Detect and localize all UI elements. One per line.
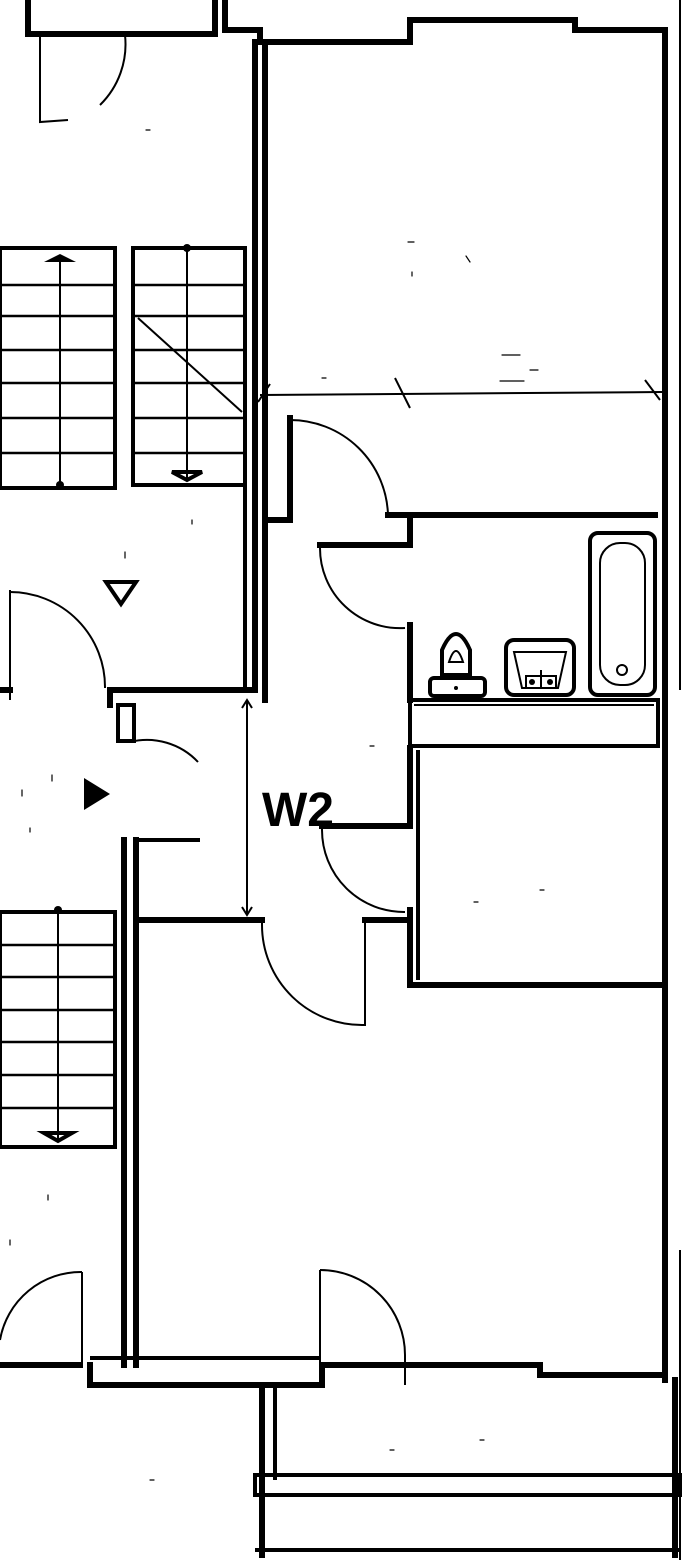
corridor: W2 (241, 698, 413, 917)
spine-wall (107, 39, 268, 1368)
bathtub-icon (588, 531, 657, 697)
room-label-w2: W2 (262, 784, 334, 837)
entry-arrow-icon (84, 778, 110, 810)
scan-specks (9, 129, 545, 1481)
lower-room (87, 917, 668, 1388)
sink-icon (504, 638, 576, 697)
toilet-icon (428, 632, 487, 698)
upper-stairs (0, 244, 247, 490)
lower-stairs (0, 906, 117, 1149)
stair-hall (0, 34, 199, 1365)
down-arrow-icon (102, 580, 140, 608)
middle-room (407, 750, 663, 988)
bathroom (317, 517, 660, 748)
balcony (253, 1377, 682, 1558)
upper-bedroom (257, 377, 663, 523)
